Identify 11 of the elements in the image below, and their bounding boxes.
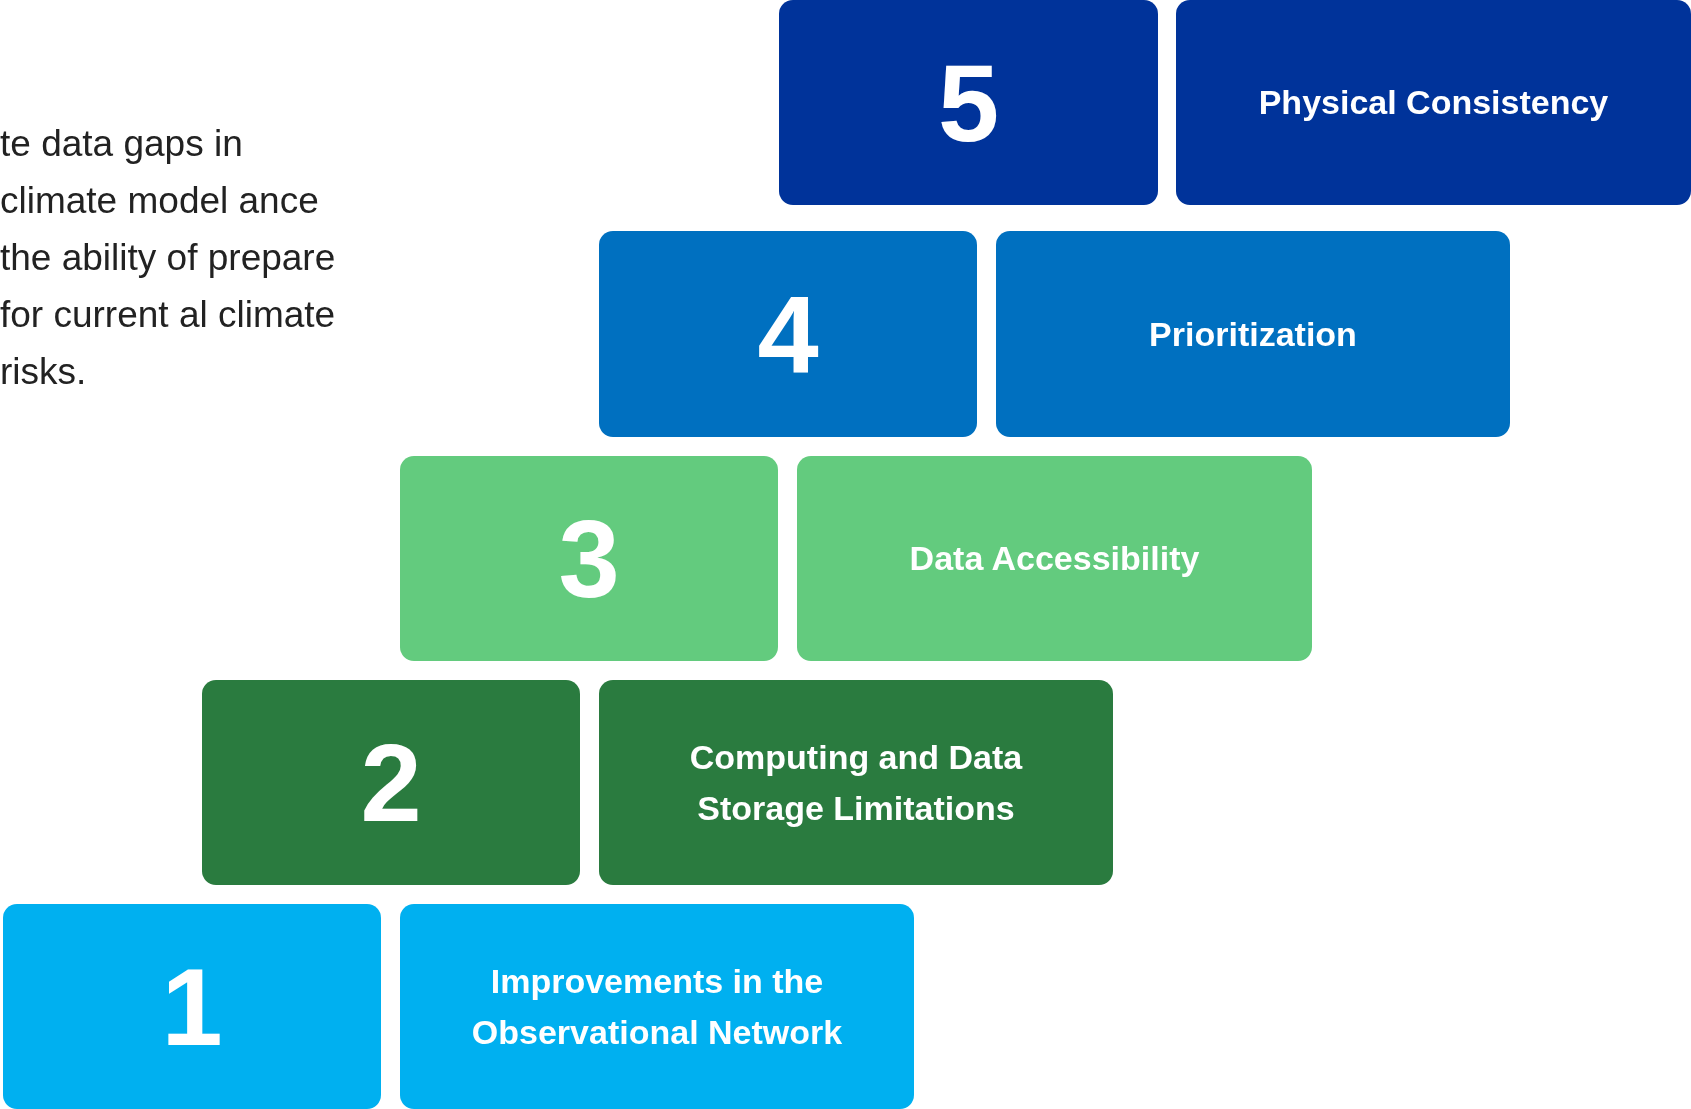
step-box: Prioritization [996, 231, 1510, 437]
intro-paragraph: te data gaps in climate model ance the ability of prepare for current al climate risks. [0, 122, 337, 394]
step-number-box: 3 [400, 456, 778, 661]
step-box: Physical Consistency [1176, 0, 1691, 205]
step-number-box: 4 [599, 231, 977, 437]
step-number-box: 5 [779, 0, 1158, 205]
step-box: Improvements in the Observational Network [400, 904, 914, 1109]
step-number-box: 1 [3, 904, 381, 1109]
step-box: Computing and Data Storage Limitations [599, 680, 1113, 885]
step-box: Data Accessibility [797, 456, 1312, 661]
step-number-box: 2 [202, 680, 580, 885]
